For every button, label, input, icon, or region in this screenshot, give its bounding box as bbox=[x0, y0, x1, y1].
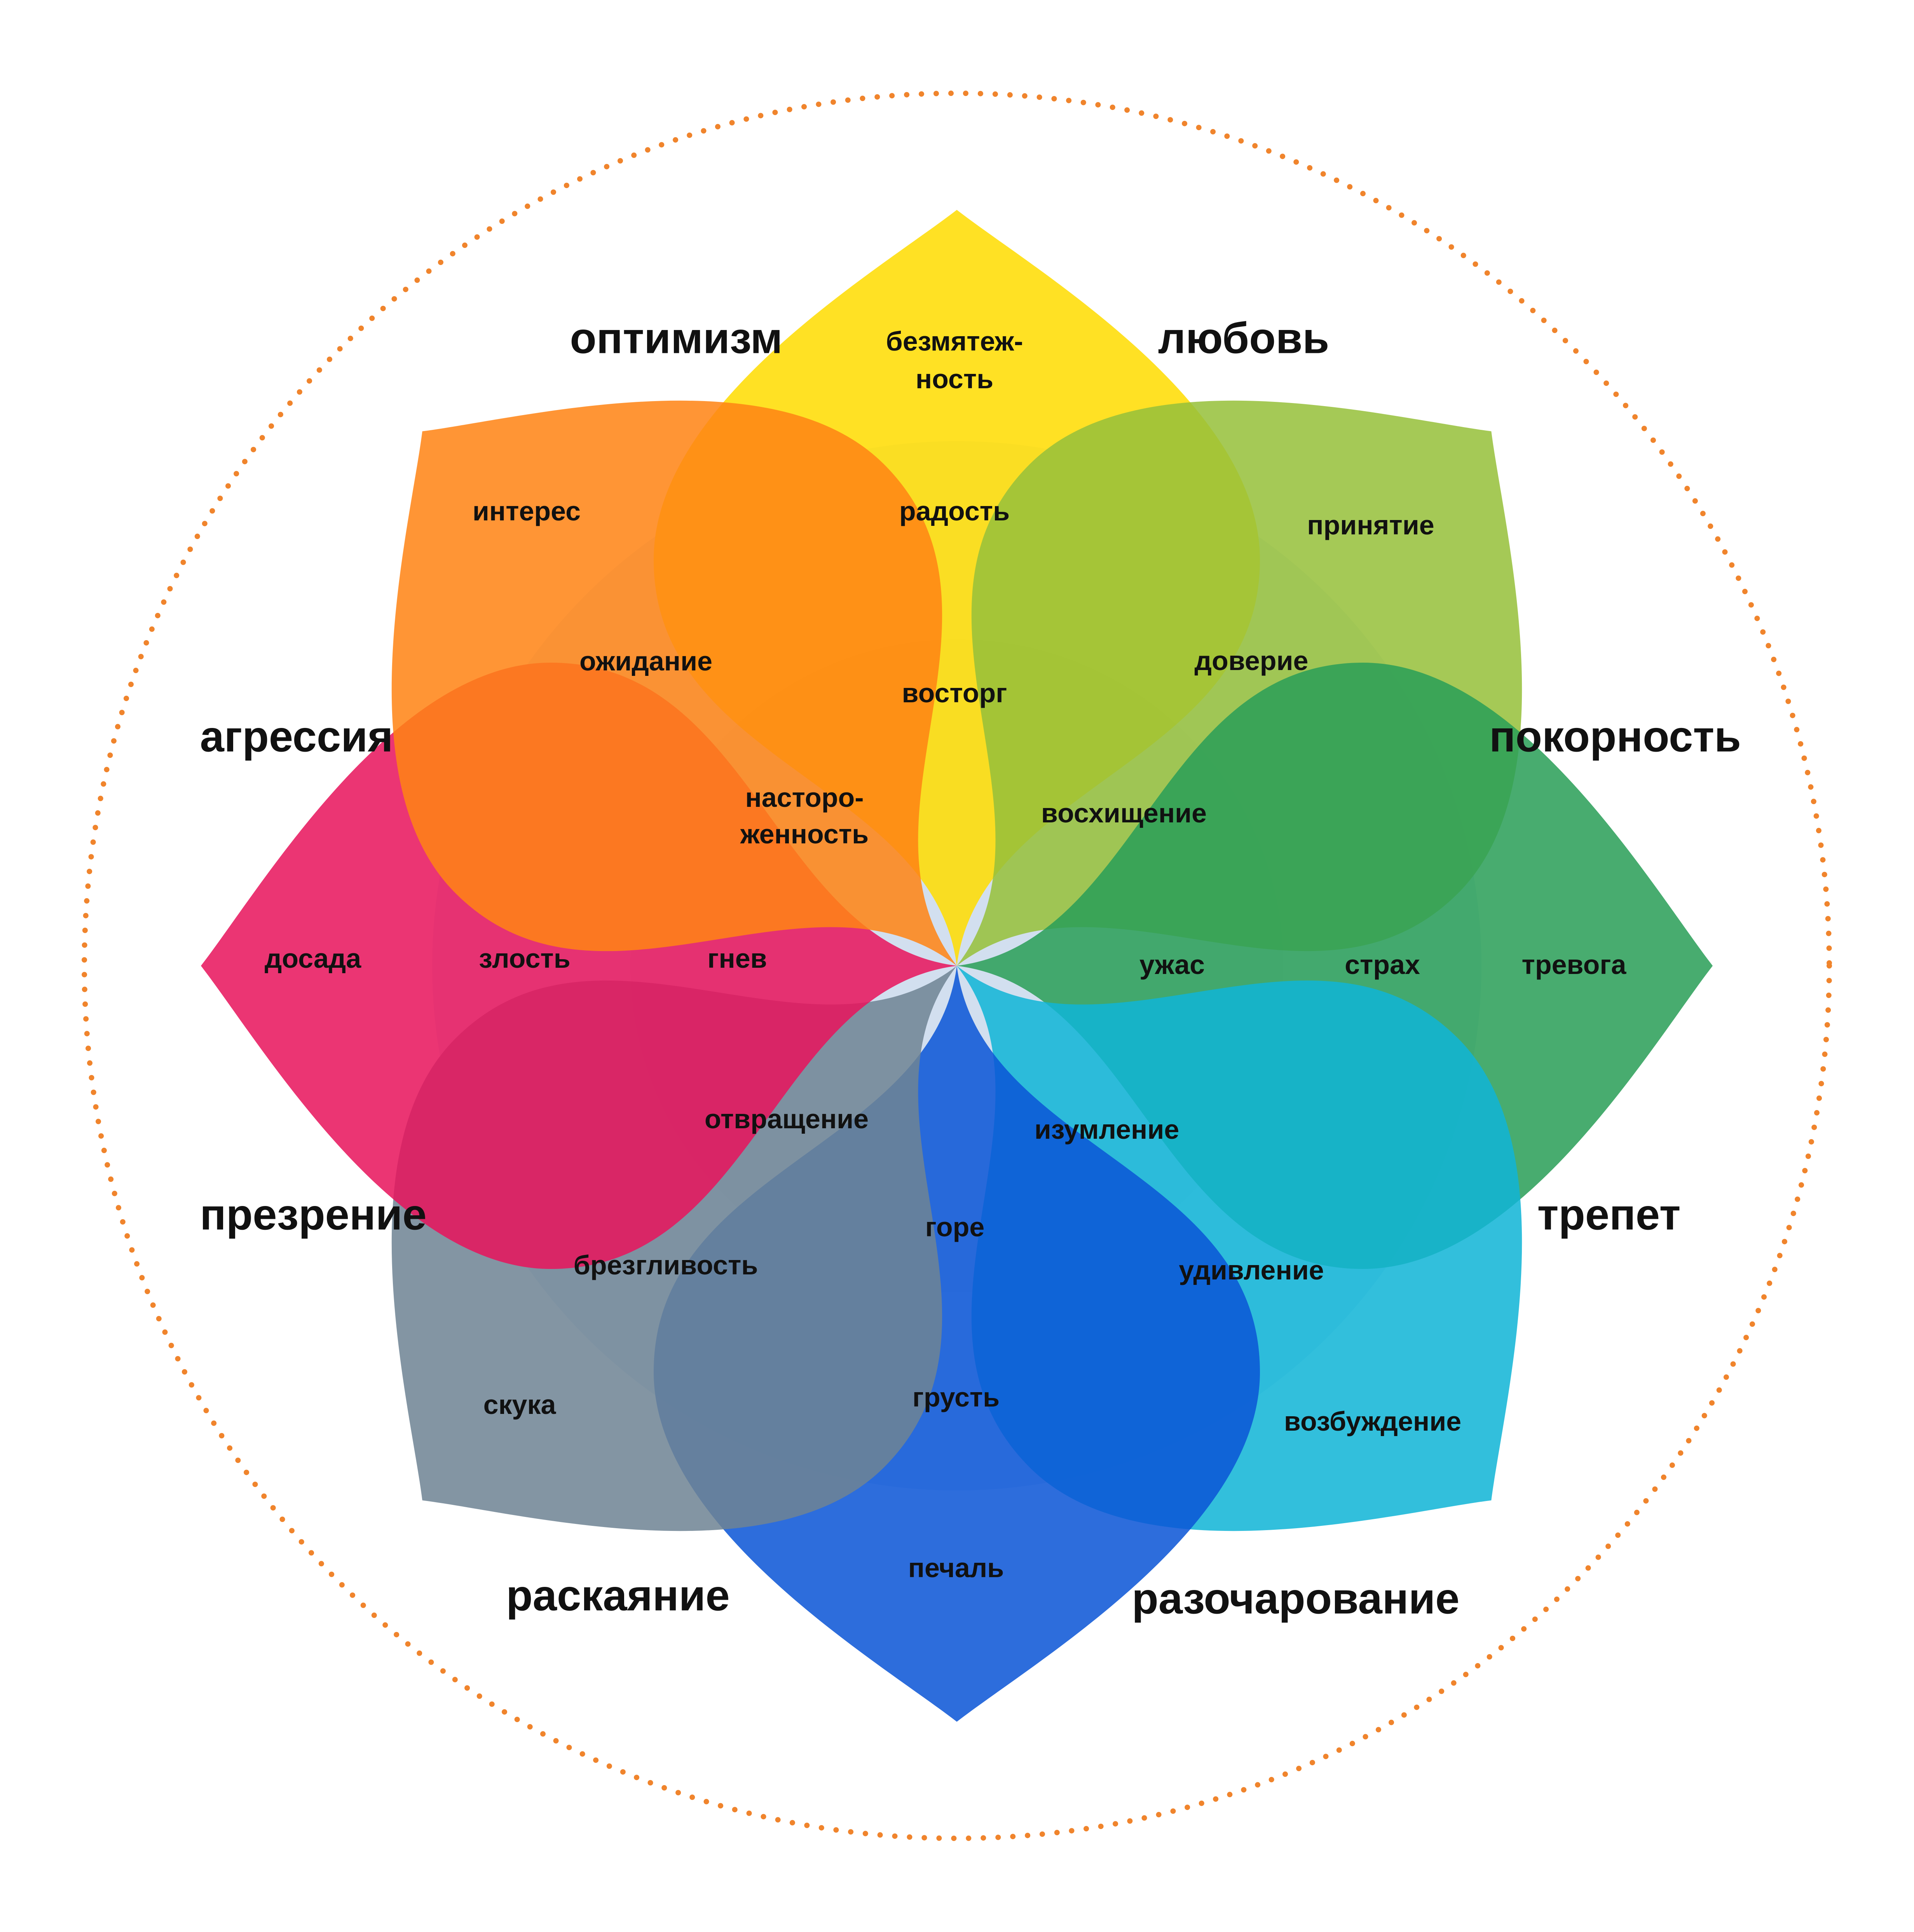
label-surprise-middle: удивление bbox=[1179, 1255, 1324, 1285]
dotted-outer-ring bbox=[82, 91, 1832, 1841]
label-sadness-middle: грусть bbox=[913, 1382, 1000, 1412]
label-joy-outer-line2: ность bbox=[916, 364, 993, 394]
dyad-labels: любовь покорность трепет разочарование р… bbox=[200, 314, 1741, 1623]
dyad-awe: трепет bbox=[1537, 1190, 1681, 1239]
petal-anticipation bbox=[391, 400, 957, 966]
label-anticipation-middle: ожидание bbox=[579, 646, 712, 676]
petal-labels: безмятеж- ность радость восторг принятие… bbox=[265, 326, 1627, 1583]
label-fear-middle: страх bbox=[1345, 949, 1420, 980]
dyad-submission: покорность bbox=[1489, 712, 1741, 761]
label-anticipation-inner-line1: насторо- bbox=[745, 782, 864, 813]
label-disgust-middle: брезгливость bbox=[574, 1250, 758, 1280]
petals-layer bbox=[201, 210, 1713, 1722]
label-joy-middle: радость bbox=[899, 496, 1010, 526]
label-joy-outer-line1: безмятеж- bbox=[886, 326, 1023, 356]
label-fear-inner: ужас bbox=[1139, 949, 1205, 980]
label-anger-middle: злость bbox=[479, 943, 571, 974]
label-sadness-outer: печаль bbox=[908, 1553, 1004, 1583]
label-sadness-inner: горе bbox=[925, 1212, 985, 1242]
label-trust-inner: восхищение bbox=[1041, 798, 1207, 828]
label-surprise-inner: изумление bbox=[1035, 1114, 1179, 1145]
label-anticipation-outer: интерес bbox=[473, 496, 581, 526]
dyad-aggressiveness: агрессия bbox=[200, 712, 393, 761]
label-surprise-outer: возбуждение bbox=[1284, 1406, 1461, 1436]
dyad-disapproval: разочарование bbox=[1132, 1574, 1459, 1623]
dyad-optimism: оптимизм bbox=[570, 314, 782, 363]
label-trust-outer: принятие bbox=[1307, 510, 1434, 540]
dyad-contempt: презрение bbox=[200, 1190, 427, 1239]
label-disgust-outer: скука bbox=[483, 1389, 557, 1420]
dyad-remorse: раскаяние bbox=[506, 1571, 729, 1620]
label-anger-outer: досада bbox=[265, 943, 361, 974]
label-anger-inner: гнев bbox=[707, 943, 767, 974]
label-trust-middle: доверие bbox=[1195, 646, 1309, 676]
label-fear-outer: тревога bbox=[1522, 949, 1627, 980]
dyad-love: любовь bbox=[1158, 314, 1330, 363]
label-anticipation-inner-line2: женность bbox=[740, 819, 869, 849]
label-disgust-inner: отвращение bbox=[705, 1104, 869, 1134]
label-joy-inner: восторг bbox=[902, 678, 1007, 708]
